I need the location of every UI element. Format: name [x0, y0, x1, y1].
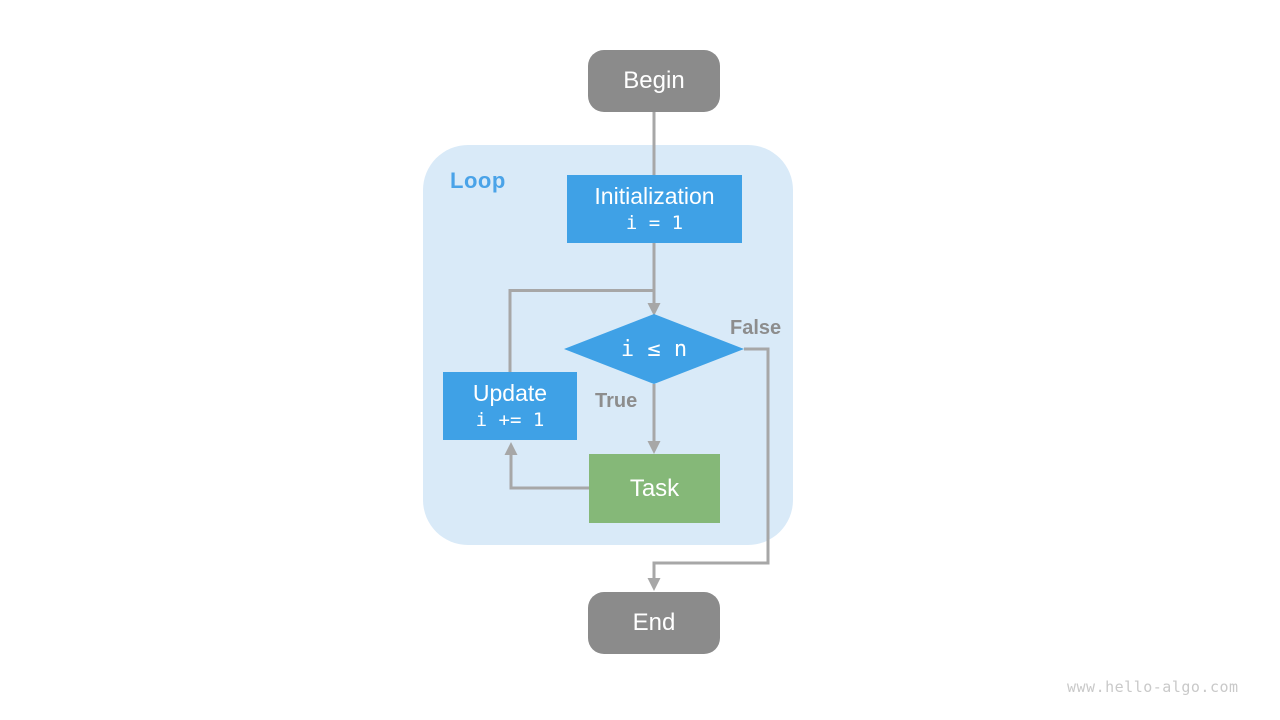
task-node: Task: [589, 454, 720, 523]
arrowhead-into-condition: [647, 303, 661, 316]
end-node-label: End: [632, 609, 676, 636]
initialization-node-code: i = 1: [625, 212, 684, 235]
update-node: Update i += 1: [443, 372, 577, 440]
watermark-text: www.hello-algo.com: [1067, 678, 1239, 696]
arrowhead-into-task: [647, 441, 661, 454]
end-node: End: [588, 592, 720, 654]
arrowhead-into-update: [504, 442, 518, 455]
true-branch-label: True: [595, 390, 638, 412]
begin-node-label: Begin: [623, 67, 685, 94]
condition-diamond-shape: [564, 314, 744, 384]
edge-task-to-update: [509, 452, 589, 490]
update-node-label: Update: [472, 380, 548, 407]
arrowhead-into-end: [647, 578, 661, 591]
loop-group-label: Loop: [450, 168, 506, 193]
begin-node: Begin: [588, 50, 720, 112]
initialization-node-label: Initialization: [594, 183, 715, 210]
condition-node-label: i ≤ n: [620, 336, 688, 362]
edge-update-to-condition: [508, 289, 654, 372]
update-node-code: i += 1: [475, 409, 545, 432]
false-branch-label: False: [730, 317, 782, 339]
task-node-label: Task: [629, 474, 680, 502]
edge-condition-false-to-end: [652, 347, 770, 581]
initialization-node: Initialization i = 1: [567, 175, 742, 243]
condition-node: i ≤ n: [564, 314, 744, 384]
